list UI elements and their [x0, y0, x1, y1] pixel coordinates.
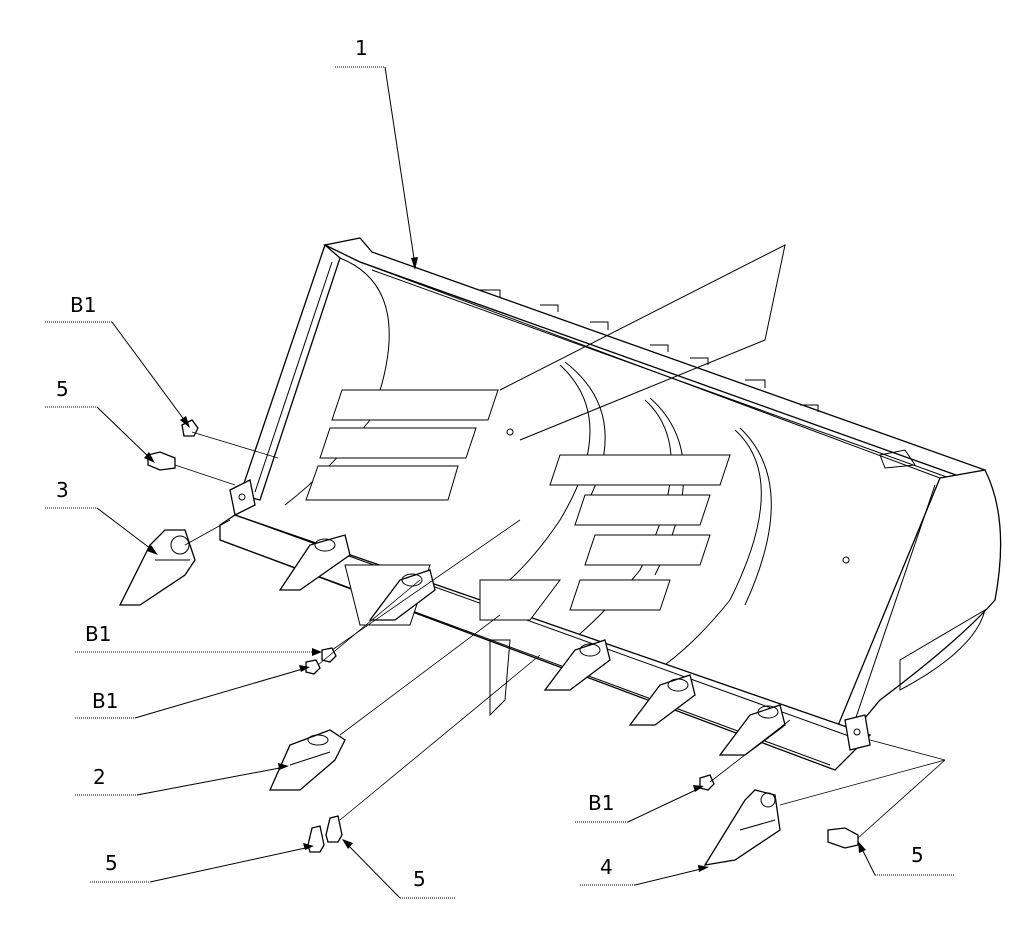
- callout-3: 3: [56, 478, 69, 502]
- callout-5-right: 5: [911, 843, 924, 867]
- callout-labels: 1 B1 5 3 B1 B1 2 5 5 B1 4 5: [56, 36, 924, 891]
- callout-b1-middle-1: B1: [85, 622, 111, 646]
- callout-b1-middle-2: B1: [92, 689, 118, 713]
- callout-b1-top: B1: [70, 293, 96, 317]
- callout-4: 4: [600, 855, 613, 879]
- callout-5-bottom-left: 5: [105, 851, 118, 875]
- callout-5-bottom-center: 5: [413, 867, 426, 891]
- assembly-lines: [174, 431, 946, 839]
- leader-lines: [45, 66, 955, 899]
- callout-1: 1: [355, 36, 368, 60]
- part-3-corner-tooth: [118, 529, 196, 606]
- callout-2: 2: [93, 765, 106, 789]
- callout-b1-right: B1: [588, 791, 614, 815]
- part-4-corner-tooth: [703, 789, 781, 866]
- callout-5-left: 5: [56, 377, 69, 401]
- part-2-tooth: [268, 729, 346, 791]
